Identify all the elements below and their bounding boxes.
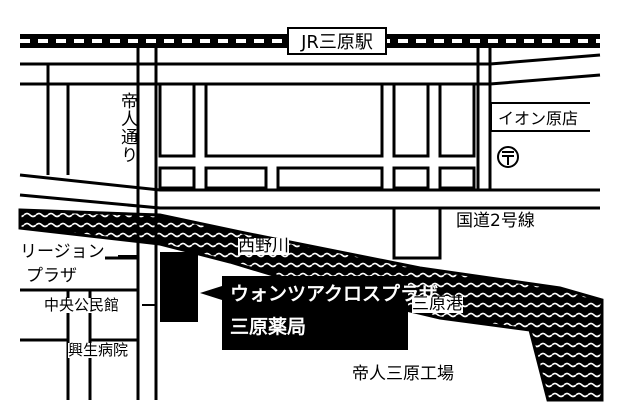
hospital-label: 興生病院 bbox=[68, 341, 129, 359]
national-route-label: 国道2号線 bbox=[456, 211, 535, 231]
region-plaza-label-1: リージョン bbox=[20, 242, 105, 262]
nishino-river bbox=[18, 208, 604, 402]
pharmacy-name-line1: ウォンツアクロスプラザ bbox=[230, 283, 439, 305]
teijin-dori-label: 帝人通り bbox=[117, 92, 137, 164]
pharmacy-name-line2: 三原薬局 bbox=[230, 316, 307, 338]
port-label: 三原港 bbox=[412, 294, 463, 314]
post-office-icon bbox=[497, 146, 519, 168]
pharmacy-building bbox=[160, 252, 198, 322]
river-label: 西野川 bbox=[238, 236, 289, 256]
community-center-label: 中央公民館 bbox=[44, 296, 120, 314]
road-network bbox=[19, 48, 601, 400]
pointer-arrow-icon bbox=[200, 286, 222, 300]
station-label: JR三原駅 bbox=[287, 27, 387, 55]
factory-label: 帝人三原工場 bbox=[352, 364, 454, 384]
region-plaza-label-2: プラザ bbox=[26, 266, 77, 286]
pharmacy-callout: ウォンツアクロスプラザ 三原薬局 bbox=[222, 276, 439, 350]
aeon-label: イオン原店 bbox=[490, 102, 590, 132]
